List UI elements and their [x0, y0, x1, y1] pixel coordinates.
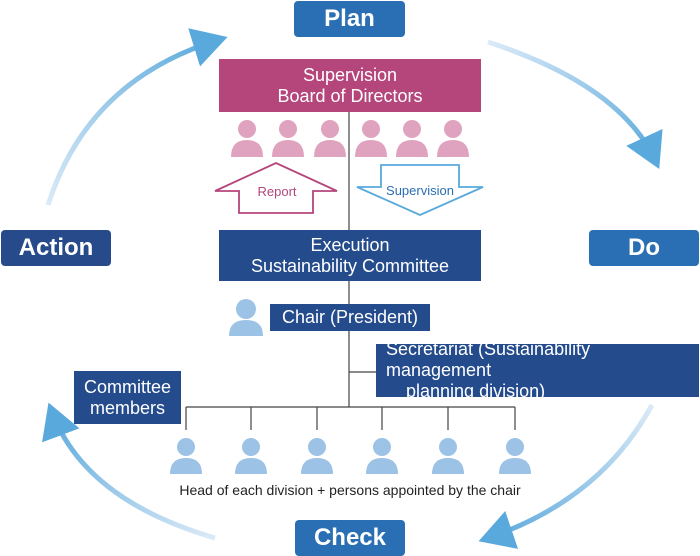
cycle-arrow-action-to-plan — [45, 28, 228, 206]
plan-label: Plan — [294, 1, 405, 37]
do-label: Do — [589, 230, 699, 266]
person-icon — [301, 438, 333, 474]
person-icon — [355, 120, 387, 157]
action-label: Action — [1, 230, 111, 266]
supervision-arrow-icon — [356, 164, 484, 216]
report-label: Report — [257, 184, 297, 199]
person-icon — [231, 120, 263, 157]
person-icon — [437, 120, 469, 157]
report-arrow-icon — [214, 162, 338, 214]
committee-members-box: Committee members — [74, 371, 181, 424]
chair-box: Chair (President) — [270, 304, 430, 331]
secretariat-line2: planning division) — [406, 381, 546, 401]
board-member-icons — [231, 120, 469, 157]
check-label: Check — [295, 520, 405, 556]
execution-committee-box: Execution Sustainability Committee — [219, 230, 481, 281]
cycle-arrow-do-to-check — [478, 403, 655, 549]
person-icon — [314, 120, 346, 157]
supervision-board-box: Supervision Board of Directors — [219, 59, 481, 112]
supervision-title: Supervision — [302, 64, 398, 85]
person-icon — [170, 438, 202, 474]
members-caption: Head of each division + persons appointe… — [179, 482, 521, 498]
cycle-arrow-check-to-action — [42, 402, 216, 541]
committee-members-line2: members — [89, 397, 165, 418]
person-icon — [432, 438, 464, 474]
secretariat-box: Secretariat (Sustainability management p… — [376, 339, 699, 401]
cycle-arrow-plan-to-do — [487, 39, 663, 170]
division-head-icons — [170, 438, 531, 474]
secretariat-line1: Secretariat (Sustainability management — [386, 339, 591, 380]
person-icon — [499, 438, 531, 474]
sustainability-committee-title: Sustainability Committee — [250, 255, 450, 276]
person-icon — [235, 438, 267, 474]
person-icon — [272, 120, 304, 157]
execution-title: Execution — [310, 234, 390, 255]
person-icon — [366, 438, 398, 474]
supervision-label: Supervision — [386, 183, 454, 198]
committee-members-line1: Committee — [83, 376, 172, 397]
chair-person-icon — [229, 299, 263, 336]
board-of-directors-title: Board of Directors — [277, 85, 423, 106]
chair-label: Chair (President) — [281, 307, 419, 327]
person-icon — [396, 120, 428, 157]
